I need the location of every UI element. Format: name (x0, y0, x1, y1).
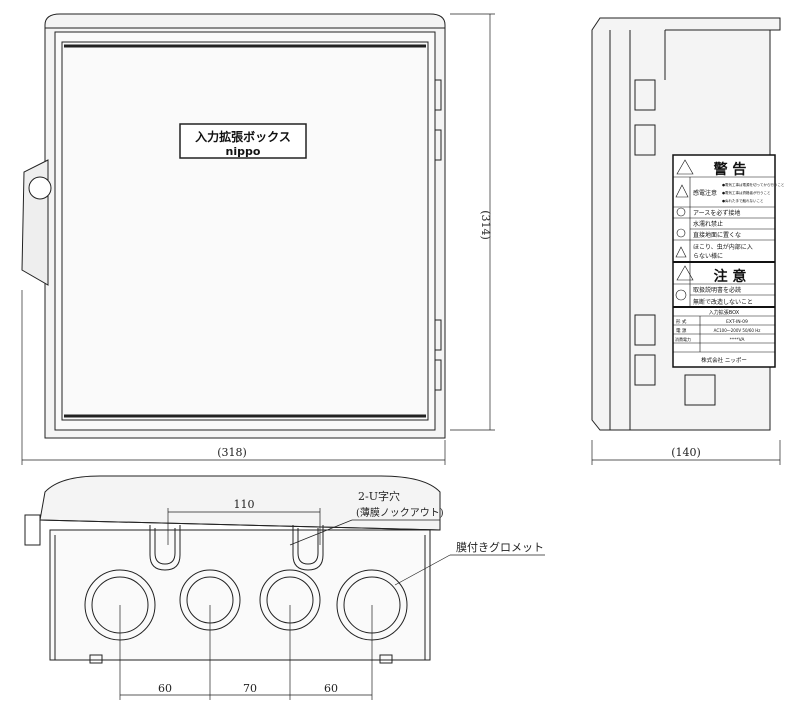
height-dimension: (314) (479, 210, 492, 240)
label-text: 消費電力 (675, 336, 691, 342)
modify-text: 無断で改造しないこと (693, 298, 753, 306)
earth-text: アースを必ず接地 (693, 209, 740, 217)
latch-knob (28, 176, 52, 200)
bottom-dimensions (119, 508, 545, 700)
dust-text: らない様に (693, 252, 723, 260)
grommet-callout: 膜付きグロメット (456, 540, 544, 554)
shock-text: 感電注意 (693, 189, 717, 197)
label-text: 電 源 (676, 327, 687, 334)
slot-callout: 2-U字穴 (358, 489, 400, 503)
warning-label: 警 告 感電注意 ●電気工事は電源を切ってから行うこと ●電気工事は資格者が行う… (672, 154, 784, 368)
width-dimension: (318) (217, 446, 247, 459)
product-label (179, 123, 307, 159)
label-text: EXT-IN-09 (726, 319, 748, 325)
front-dimensions (21, 13, 495, 465)
label-text: 形 式 (676, 318, 687, 325)
slot-note-callout: (薄膜ノックアウト) (356, 506, 444, 519)
ground-text: 直接地面に置くな (693, 231, 741, 239)
shock-note: ●電気工事は資格者が行うこと (722, 190, 771, 195)
maker-text: 株式会社 ニッポー (701, 356, 747, 364)
product-text: 入力拡張BOX (709, 309, 740, 316)
hole-pitch-dimension: 60 (324, 682, 338, 695)
water-text: 水濡れ禁止 (693, 220, 723, 228)
hole-pitch-dimension: 70 (243, 682, 257, 695)
bottom-view (24, 475, 441, 664)
depth-dimension: (140) (671, 446, 701, 459)
dust-text: ほこり、虫が内部に入 (693, 243, 753, 251)
warning-title: 警 告 (714, 161, 747, 178)
shock-note: ●ぬれた手で触れないこと (722, 198, 764, 203)
caution-title: 注 意 (714, 268, 747, 285)
hole-pitch-dimension: 60 (158, 682, 172, 695)
slot-pitch-dimension: 110 (234, 498, 255, 511)
label-text: ****VA (730, 337, 746, 343)
label-brand: nippo (226, 145, 261, 158)
manual-text: 取扱説明書を必読 (693, 286, 741, 294)
label-title: 入力拡張ボックス (195, 129, 291, 144)
shock-note: ●電気工事は電源を切ってから行うこと (722, 182, 784, 187)
label-text: AC100～200V 50/60 Hz (714, 328, 761, 333)
front-view: 入力拡張ボックス nippo (21, 13, 446, 439)
